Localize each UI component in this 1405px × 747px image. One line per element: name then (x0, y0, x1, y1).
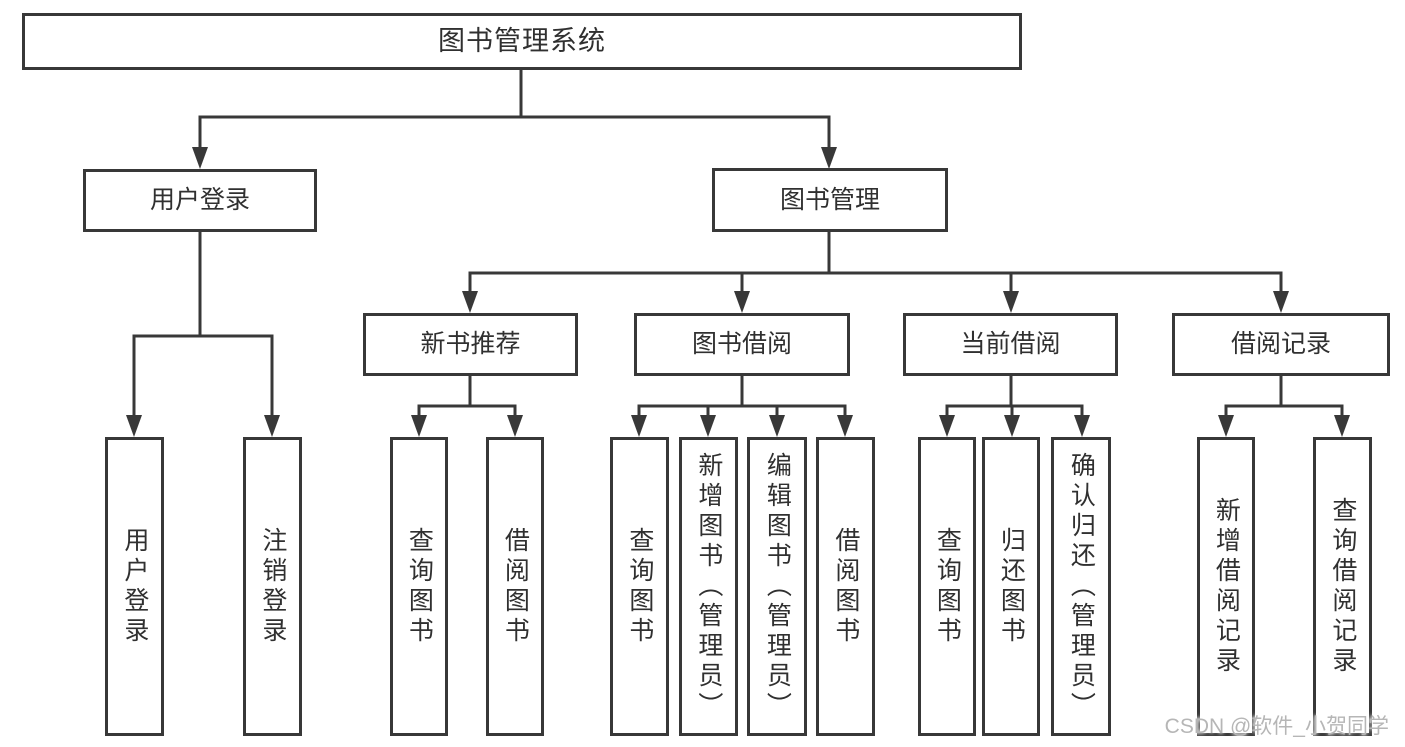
node-book-borrowing: 图书借阅 (634, 313, 850, 376)
leaf-current-query-books: 查询图书 (918, 437, 976, 736)
arrowhead-icon (734, 291, 750, 313)
leaf-borrowing-add-books-admin: 新增图书（管理员） (679, 437, 738, 736)
arrowhead-icon (1334, 415, 1350, 437)
arrowhead-icon (1003, 291, 1019, 313)
arrowhead-icon (1074, 415, 1090, 437)
leaf-current-return-books: 归还图书 (982, 437, 1040, 736)
leaf-borrowing-query-books: 查询图书 (610, 437, 669, 736)
node-user-login: 用户登录 (83, 169, 317, 232)
leaf-borrowing-borrow-books: 借阅图书 (816, 437, 875, 736)
node-borrow-records: 借阅记录 (1172, 313, 1390, 376)
leaf-current-confirm-return-admin: 确认归还（管理员） (1051, 437, 1111, 736)
arrowhead-icon (837, 415, 853, 437)
arrowhead-icon (939, 415, 955, 437)
arrowhead-icon (1218, 415, 1234, 437)
node-root-system: 图书管理系统 (22, 13, 1022, 70)
leaf-records-add-record: 新增借阅记录 (1197, 437, 1255, 736)
node-book-management: 图书管理 (712, 168, 948, 232)
arrowhead-icon (462, 291, 478, 313)
leaf-records-query-record: 查询借阅记录 (1313, 437, 1372, 736)
leaf-logout: 注销登录 (243, 437, 302, 736)
arrowhead-icon (192, 147, 208, 169)
arrowhead-icon (507, 415, 523, 437)
arrowhead-icon (126, 415, 142, 437)
arrowhead-icon (1273, 291, 1289, 313)
arrowhead-icon (631, 415, 647, 437)
arrowhead-icon (700, 415, 716, 437)
arrowhead-icon (821, 147, 837, 169)
node-current-borrowing: 当前借阅 (903, 313, 1118, 376)
node-new-book-recommend: 新书推荐 (363, 313, 578, 376)
leaf-user-login: 用户登录 (105, 437, 164, 736)
arrowhead-icon (411, 415, 427, 437)
arrowhead-icon (769, 415, 785, 437)
leaf-recommend-borrow-books: 借阅图书 (486, 437, 544, 736)
arrowhead-icon (264, 415, 280, 437)
arrowhead-icon (1004, 415, 1020, 437)
leaf-borrowing-edit-books-admin: 编辑图书（管理员） (747, 437, 807, 736)
leaf-recommend-query-books: 查询图书 (390, 437, 448, 736)
watermark: CSDN @软件_小贺同学 (1164, 715, 1389, 738)
